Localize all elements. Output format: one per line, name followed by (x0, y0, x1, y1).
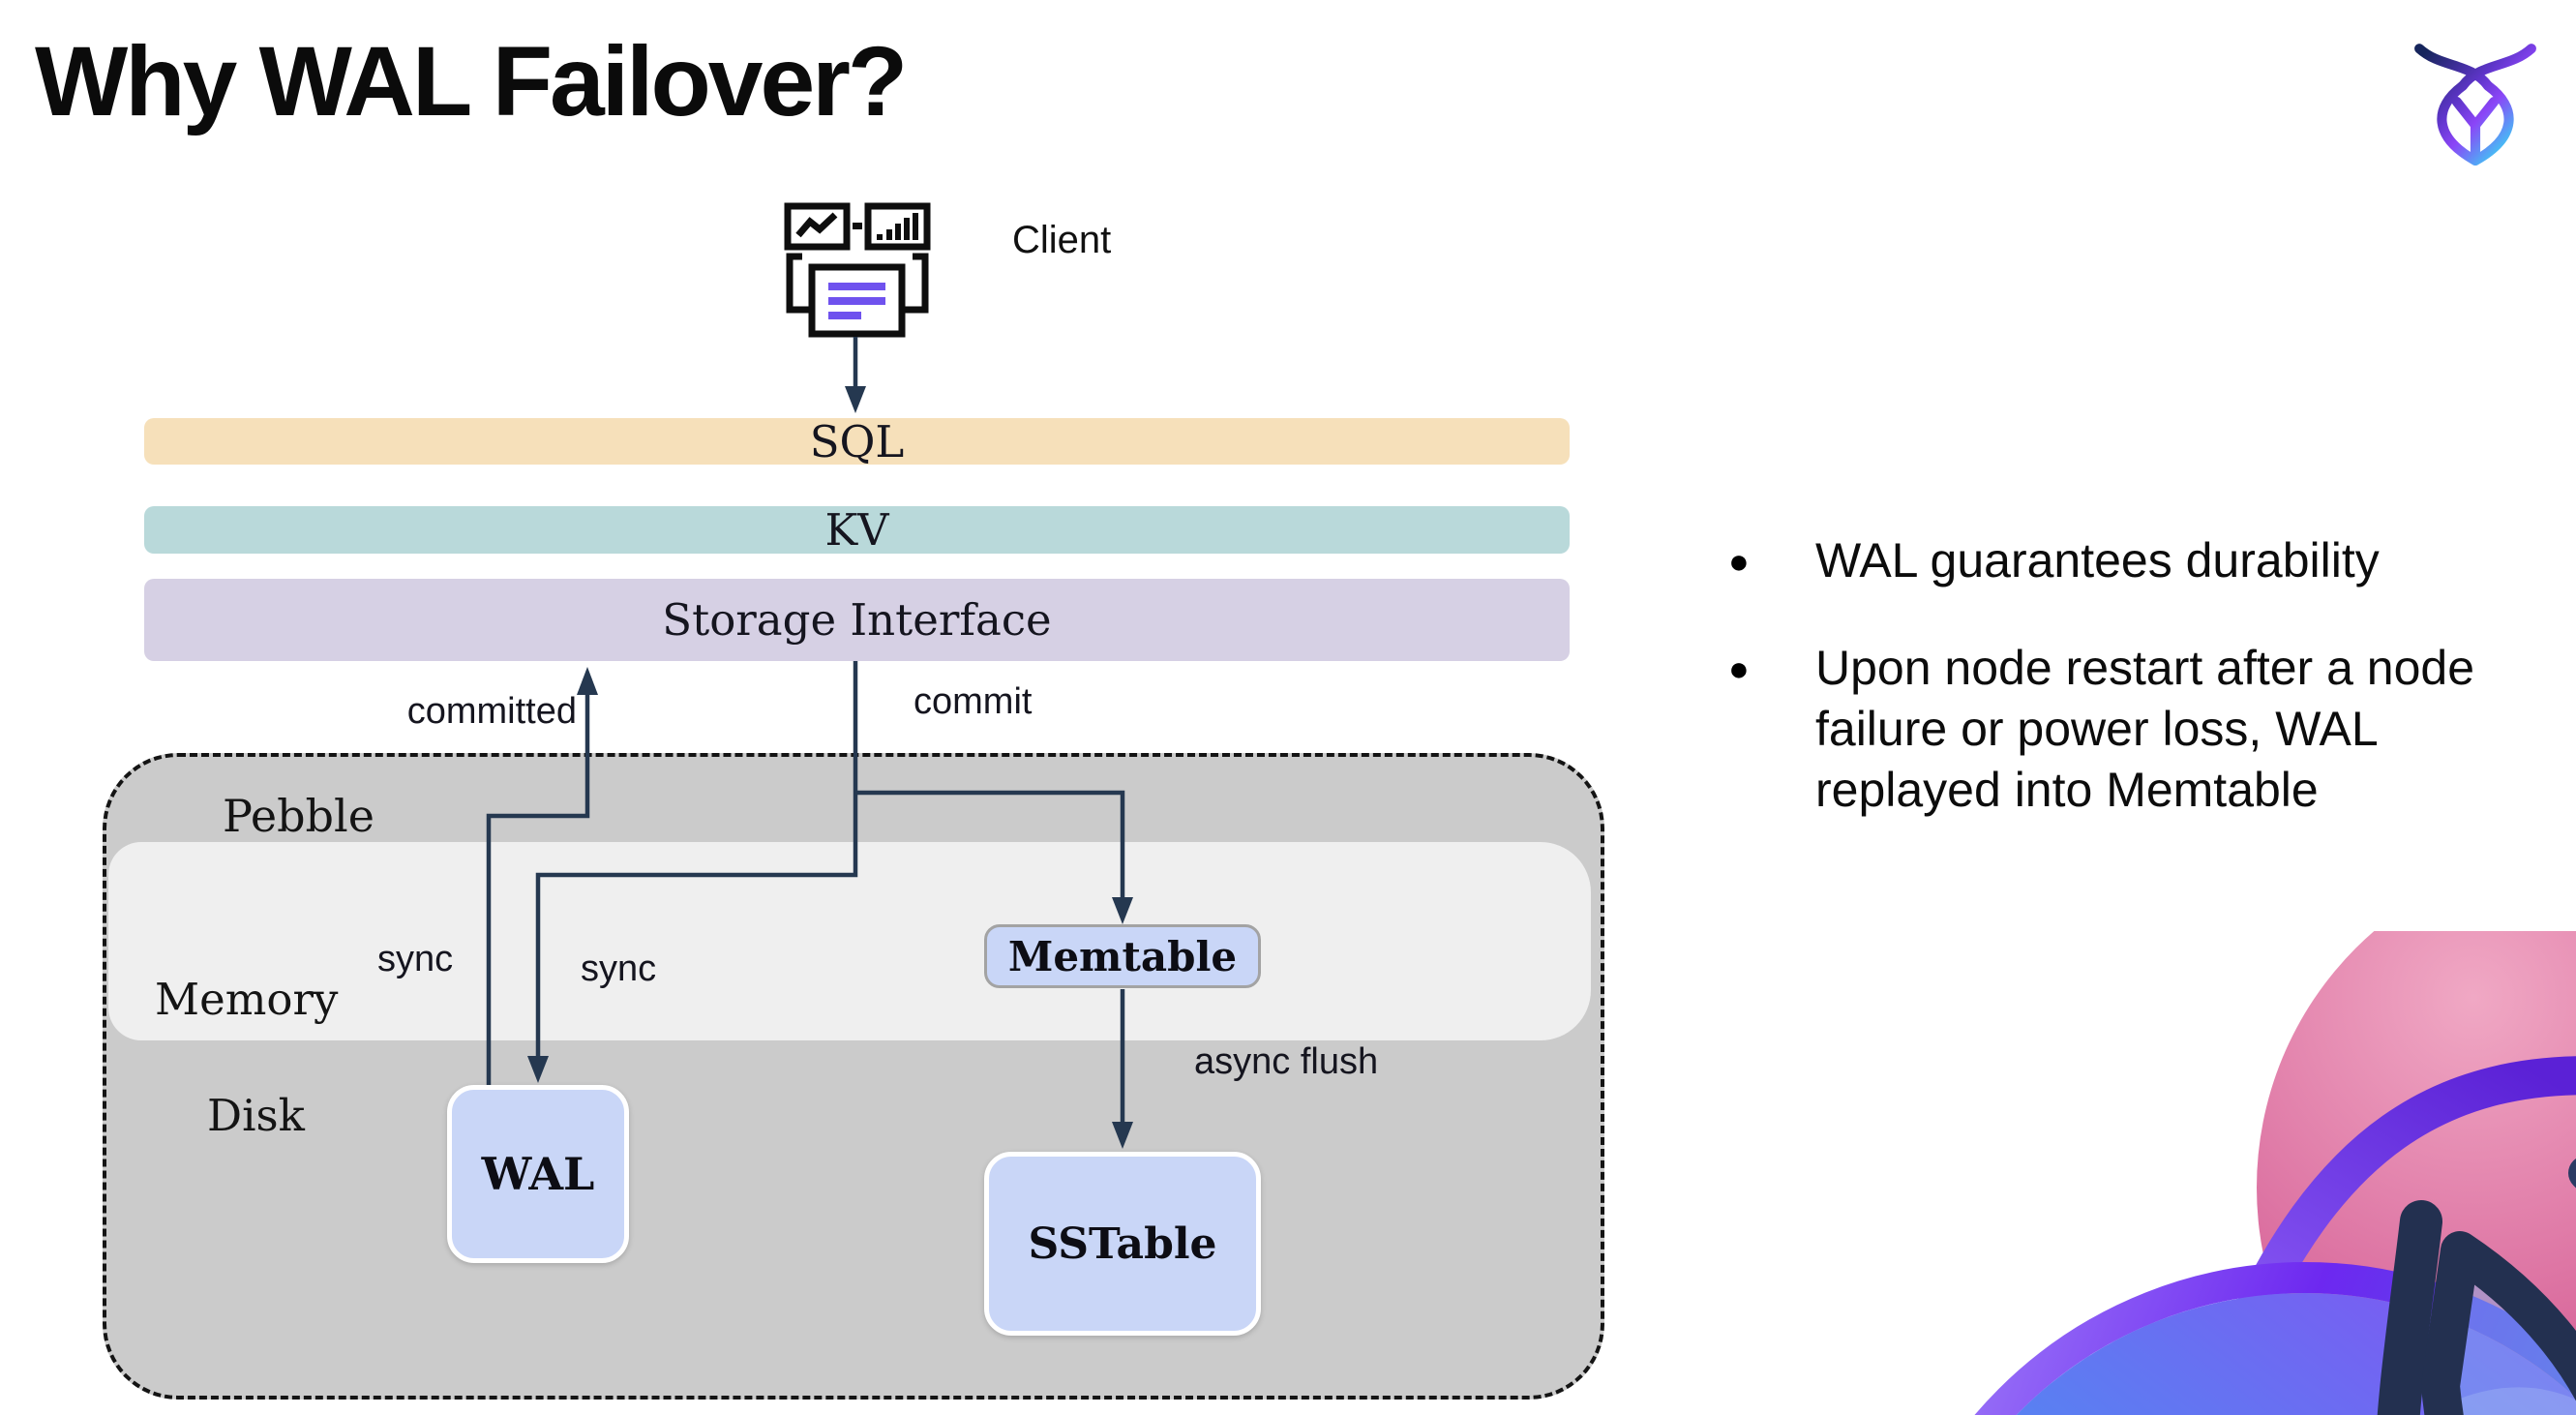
node-sstable-label: SSTable (1028, 1219, 1217, 1269)
node-sstable: SSTable (984, 1152, 1261, 1336)
decor-ring (1974, 1262, 2576, 1415)
node-memtable-label: Memtable (1007, 932, 1238, 980)
cockroachdb-logo-icon (2414, 44, 2536, 166)
decor-navy-leaf (2421, 1231, 2576, 1415)
bullet-dot: ● (1728, 541, 1750, 581)
decor-petal (2425, 1387, 2576, 1415)
dash-glyph (853, 223, 862, 229)
layer-sql: SQL (144, 415, 1570, 467)
layer-storage-interface-label: Storage Interface (662, 594, 1052, 646)
layer-kv-label: KV (824, 504, 889, 556)
edge-label-commit: commit (914, 681, 1033, 722)
layer-kv: KV (144, 504, 1570, 556)
document-frame-icon (786, 253, 929, 314)
bullet-text: Upon node restart after a node failure o… (1815, 641, 2475, 817)
edge-label-async-flush: async flush (1194, 1041, 1379, 1082)
bullet-text: WAL guarantees durability (1815, 533, 2380, 587)
line-chart-icon (784, 202, 851, 251)
edge-label-sync-left: sync (377, 939, 454, 979)
node-memtable: Memtable (984, 924, 1261, 988)
memory-label: Memory (155, 974, 339, 1025)
edge-label-sync-right: sync (581, 948, 657, 989)
list-item: ● WAL guarantees durability (1728, 530, 2512, 591)
node-wal-label: WAL (481, 1148, 595, 1200)
disk-label: Disk (207, 1090, 305, 1141)
client-monitors-icon (784, 202, 931, 338)
list-item: ● Upon node restart after a node failure… (1728, 638, 2512, 821)
node-wal: WAL (447, 1085, 629, 1263)
layer-sql-label: SQL (809, 415, 905, 467)
bullet-dot: ● (1728, 648, 1750, 688)
bar-chart-icon (864, 202, 931, 251)
decor-navy-stem (2377, 1200, 2442, 1415)
corner-brand-artwork (1974, 931, 2576, 1415)
edge-label-committed: committed (406, 691, 577, 732)
layer-storage-interface: Storage Interface (144, 579, 1570, 661)
client-label: Client (1012, 219, 1112, 261)
pebble-label: Pebble (223, 790, 374, 842)
bullet-list: ● WAL guarantees durability ● Upon node … (1728, 530, 2512, 867)
page-title: Why WAL Failover? (35, 26, 908, 136)
document-icon (808, 263, 906, 338)
